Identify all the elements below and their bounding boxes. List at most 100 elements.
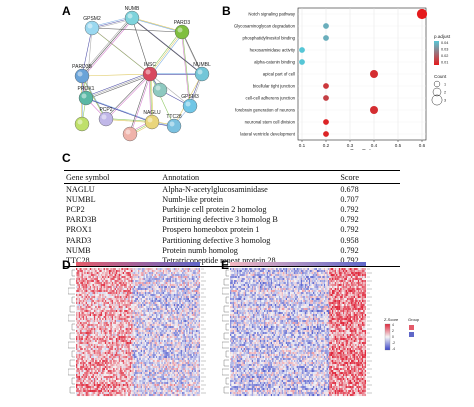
- cell-annotation: Partitioning defective 3 homolog B: [162, 215, 278, 225]
- data-point: [323, 35, 329, 41]
- header-gene-symbol: Gene symbol: [64, 170, 161, 184]
- legend-size-title: Count: [434, 74, 447, 79]
- row-dendrogram: [222, 269, 229, 394]
- cell-symbol: PARD3B: [66, 215, 97, 225]
- legend-color-tick: 0.03: [441, 48, 448, 52]
- x-tick-label: 0.4: [371, 143, 378, 148]
- y-tick-label: Notch signaling pathway: [248, 12, 295, 17]
- cell-annotation: Prospero homeobox protein 1: [162, 225, 260, 235]
- network-node-label: GPSM3: [181, 94, 199, 100]
- header-score: Score: [338, 170, 400, 184]
- cell-score: 0.792: [338, 255, 400, 267]
- y-tick-label: phosphatidylinositol binding: [242, 36, 295, 41]
- network-node-label: PARD3: [174, 20, 191, 26]
- network-node-label: PROX1: [78, 86, 95, 92]
- network-edge: [82, 18, 134, 78]
- network-edge: [81, 73, 151, 77]
- cell-score: 0.678: [340, 184, 359, 194]
- row-dendrogram: [68, 269, 75, 394]
- network-node-label: PARD3B: [72, 64, 92, 70]
- legend-zscore-tick: 0: [392, 335, 394, 339]
- legend-size-tick: 1: [444, 83, 446, 87]
- data-point: [323, 23, 329, 29]
- network-edge: [131, 17, 151, 75]
- data-point: [370, 106, 378, 114]
- network-node: [98, 111, 114, 127]
- data-point: [299, 59, 305, 65]
- legend-color-bar: [434, 41, 439, 65]
- data-point: [299, 47, 305, 53]
- table-row: PROX1 Prospero homeobox protein 1 0.792: [64, 225, 400, 235]
- network-edge: [132, 18, 183, 33]
- y-tick-label: hexosaminidase activity: [250, 48, 296, 53]
- y-tick-label: neuronal stem cell division: [245, 120, 296, 125]
- legend-zscore-title: Z-Score: [384, 317, 399, 322]
- network-edge: [150, 32, 184, 76]
- group-annotation-bar: [76, 262, 200, 266]
- network-node-label: NUMB: [125, 6, 140, 12]
- network-node: [74, 116, 90, 132]
- network-edge: [85, 73, 151, 99]
- legend-size-tick: 3: [444, 99, 446, 103]
- network-node-label: INSC: [144, 62, 156, 68]
- x-tick-label: 0.1: [299, 143, 306, 148]
- cell-annotation: Purkinje cell protein 2 homolog: [162, 204, 267, 214]
- panel-label-a: A: [62, 4, 71, 18]
- heatmap-cells: [230, 268, 367, 397]
- network-node-label: NUMBL: [193, 62, 211, 68]
- panel-label-b: B: [222, 4, 231, 18]
- network-edge: [85, 97, 152, 122]
- legend-size-dot: [432, 87, 442, 97]
- network-node: [144, 114, 160, 130]
- x-tick-label: 0.3: [347, 143, 354, 148]
- data-point: [416, 8, 428, 20]
- network-edge: [86, 74, 152, 100]
- network-node: [152, 82, 168, 98]
- network-node: [78, 90, 94, 106]
- x-tick-label: 0.2: [323, 143, 330, 148]
- panel-label-c: C: [62, 151, 71, 165]
- legend-color-title: p.adjust: [434, 34, 451, 39]
- table-row: PARD3 Partitioning defective 3 homolog 0…: [64, 235, 400, 245]
- data-point: [323, 131, 329, 137]
- legend-zscore-bar: [384, 323, 391, 351]
- cell-symbol: NUMB: [66, 245, 91, 255]
- network-node-label: NAGLU: [143, 110, 161, 116]
- cell-symbol: PARD3: [66, 235, 92, 245]
- network-edge: [132, 18, 204, 76]
- cell-symbol: NAGLU: [66, 184, 95, 194]
- cell-score: 0.792: [340, 204, 359, 214]
- network-node: [142, 66, 158, 82]
- network-edge: [81, 27, 93, 77]
- network-edge: [80, 16, 132, 76]
- network-node: [124, 10, 140, 26]
- table-header-row: Gene symbol Annotation Score: [64, 170, 400, 184]
- network-edge: [91, 27, 183, 33]
- row-labels: [201, 268, 206, 394]
- data-point: [323, 95, 329, 101]
- legend-color-tick: 0.01: [441, 61, 448, 65]
- x-tick-label: 0.6: [419, 143, 426, 148]
- table-row: NUMBL Numb-like protein 0.707: [64, 194, 400, 204]
- network-node: [194, 66, 210, 82]
- cell-annotation: Protein numb homolog: [162, 245, 238, 255]
- network-edge: [129, 73, 150, 134]
- network-edge: [81, 17, 133, 77]
- y-tick-label: alpha-catenin binding: [254, 60, 295, 65]
- network-edge: [81, 75, 107, 120]
- table-row: NUMB Protein numb homolog 0.792: [64, 245, 400, 255]
- table-row: PCP2 Purkinje cell protein 2 homolog 0.7…: [64, 204, 400, 214]
- legend-color-tick: 0.04: [441, 41, 448, 45]
- heatmap-d: [68, 262, 206, 397]
- network-edge: [131, 17, 182, 32]
- legend-group-swatch: [409, 332, 414, 337]
- network-node: [166, 118, 182, 134]
- x-axis-label: GeneRatio: [350, 149, 374, 150]
- legend-zscore-tick: 2: [392, 329, 394, 333]
- y-tick-label: lateral ventricle development: [240, 132, 296, 137]
- y-tick-label: cell-cell adherens junction: [246, 96, 296, 101]
- data-point: [323, 83, 329, 89]
- legend-color-tick: 0.02: [441, 54, 448, 58]
- cell-symbol: PROX1: [66, 225, 92, 235]
- gene-annotation-table: Gene symbol Annotation Score NAGLU Alpha…: [64, 170, 400, 267]
